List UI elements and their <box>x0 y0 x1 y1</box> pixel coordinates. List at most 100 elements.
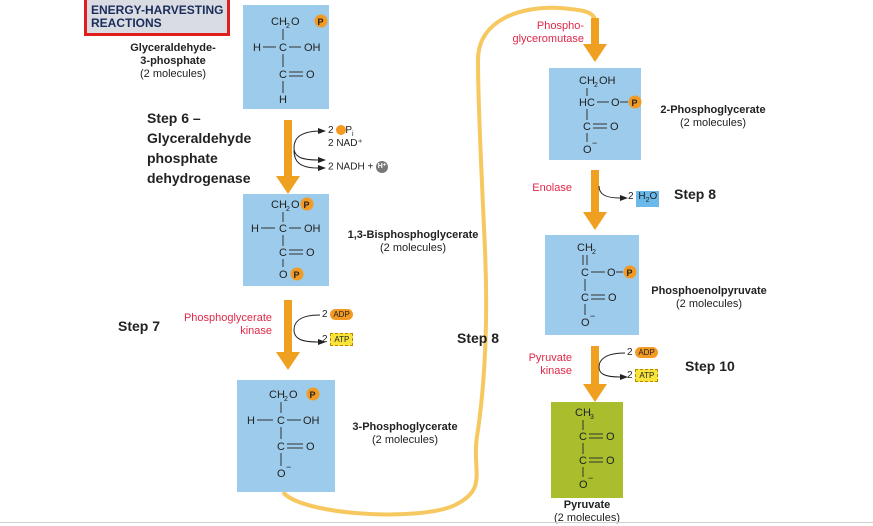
svg-text:OH: OH <box>304 223 321 235</box>
svg-text:O: O <box>289 389 298 401</box>
svg-text:O: O <box>277 468 286 480</box>
svg-text:HC: HC <box>579 97 595 109</box>
step10-adp: 2 ADP <box>627 347 658 358</box>
arrow-step7 <box>276 300 300 370</box>
svg-text:O: O <box>606 431 615 443</box>
svg-text:O: O <box>610 121 619 133</box>
molecule-glyceraldehyde-3-phosphate: CH 2 O P H C OH C O H <box>243 5 329 109</box>
svg-text:CH: CH <box>579 75 595 87</box>
phosphate-icon: P <box>318 17 324 27</box>
svg-text:−: − <box>588 473 593 483</box>
phosphate-icon: P <box>632 98 638 108</box>
g3p-name-1: Glyceraldehyde- <box>130 42 216 54</box>
svg-text:CH: CH <box>577 242 593 254</box>
svg-text:OH: OH <box>599 75 616 87</box>
bottom-divider <box>0 522 873 523</box>
pg3-name: 3-Phosphoglycerate <box>352 421 458 433</box>
svg-text:C: C <box>583 121 591 133</box>
step8-water: 2 H2O <box>628 191 660 207</box>
step-6-line-4: dehydrogenase <box>147 170 251 186</box>
pg2-name: 2-Phosphoglycerate <box>660 104 766 116</box>
molecule-2-phosphoglycerate: CH 2 OH HC O P C O O − <box>549 68 642 160</box>
svg-text:CH: CH <box>575 407 591 419</box>
svg-text:C: C <box>279 69 287 81</box>
step7-atp: 2 ATP <box>322 333 354 346</box>
svg-text:O: O <box>306 441 315 453</box>
svg-text:−: − <box>286 462 291 472</box>
svg-text:O: O <box>606 455 615 467</box>
svg-text:O: O <box>581 317 590 329</box>
step6-nadh: 2 NADH + H⁺ <box>328 161 389 173</box>
svg-text:O: O <box>608 292 617 304</box>
svg-text:O: O <box>611 97 620 109</box>
badge-line-1: ENERGY-HARVESTING <box>91 3 224 17</box>
svg-text:CH: CH <box>269 389 285 401</box>
step6-nad: 2 NAD⁺ <box>328 138 363 149</box>
pyruvate-name: Pyruvate <box>563 499 611 511</box>
step-6-line-2: Glyceraldehyde <box>147 130 252 146</box>
svg-text:C: C <box>581 292 589 304</box>
svg-text:H: H <box>253 42 261 54</box>
svg-text:OH: OH <box>303 415 320 427</box>
svg-text:C: C <box>279 247 287 259</box>
water-icon: H2O <box>636 191 660 207</box>
pep-name: Phosphoenolpyruvate <box>651 285 767 297</box>
svg-text:2: 2 <box>284 396 288 403</box>
energy-harvesting-badge: ENERGY-HARVESTING REACTIONS <box>84 0 230 36</box>
bpg-name: 1,3-Bisphosphoglycerate <box>347 229 479 241</box>
svg-text:O: O <box>607 267 616 279</box>
svg-text:O: O <box>291 16 300 28</box>
svg-text:H: H <box>247 415 255 427</box>
step10-atp: 2 ATP <box>627 369 659 382</box>
step7-adp: 2 ADP <box>322 309 353 320</box>
svg-text:C: C <box>279 42 287 54</box>
svg-text:O: O <box>279 269 288 281</box>
phosphate-icon: P <box>310 390 316 400</box>
svg-text:C: C <box>579 431 587 443</box>
molecule-1-3-bisphosphoglycerate: CH 2 O P H C OH C O O P <box>243 194 329 286</box>
g3p-count: (2 molecules) <box>139 68 207 80</box>
step-6-label: Step 6 – Glyceraldehyde phosphate dehydr… <box>147 108 277 188</box>
svg-text:3: 3 <box>590 414 594 421</box>
svg-text:O: O <box>306 247 315 259</box>
pyruvate-count: (2 molecules) <box>553 512 621 524</box>
svg-text:O: O <box>306 69 315 81</box>
arrow-step6 <box>276 120 300 194</box>
enzyme-enolase: Enolase <box>532 182 572 194</box>
proton-icon: H⁺ <box>376 161 389 173</box>
svg-text:C: C <box>581 267 589 279</box>
svg-text:OH: OH <box>304 42 321 54</box>
arrow-step8 <box>583 170 607 230</box>
atp-icon: ATP <box>635 369 659 382</box>
phosphate-icon: P <box>627 268 633 278</box>
svg-text:C: C <box>279 223 287 235</box>
side-curve-step6-in <box>293 130 323 161</box>
step6-pi: 2 Pi <box>328 125 354 138</box>
svg-text:−: − <box>590 311 595 321</box>
pep-count: (2 molecules) <box>675 298 743 310</box>
molecule-phosphoenolpyruvate: CH 2 C O P C O O − <box>545 235 639 335</box>
svg-text:C: C <box>277 441 285 453</box>
bpg-count: (2 molecules) <box>379 242 447 254</box>
atom-ch2: CH <box>271 16 287 28</box>
svg-text:2: 2 <box>592 249 596 256</box>
svg-text:2: 2 <box>594 82 598 89</box>
svg-text:2: 2 <box>286 23 290 30</box>
side-curve-step7 <box>293 314 321 343</box>
enzyme-phosphoglyceromutase: Phospho-glyceromutase <box>512 20 584 45</box>
svg-text:C: C <box>579 455 587 467</box>
svg-text:2: 2 <box>286 206 290 213</box>
step-10-label: Step 10 <box>685 358 735 374</box>
step-7-label: Step 7 <box>118 318 161 334</box>
step-8-label: Step 8 <box>674 186 717 202</box>
adp-icon: ADP <box>330 309 353 320</box>
step-6-line-3: phosphate <box>147 150 218 166</box>
svg-text:CH: CH <box>271 199 287 211</box>
svg-text:O: O <box>291 199 300 211</box>
atp-icon: ATP <box>330 333 354 346</box>
step-6-line-1: Step 6 – <box>147 110 201 126</box>
phosphate-icon: P <box>304 200 310 210</box>
molecule-pyruvate: CH 3 C O C O O − <box>551 402 623 498</box>
